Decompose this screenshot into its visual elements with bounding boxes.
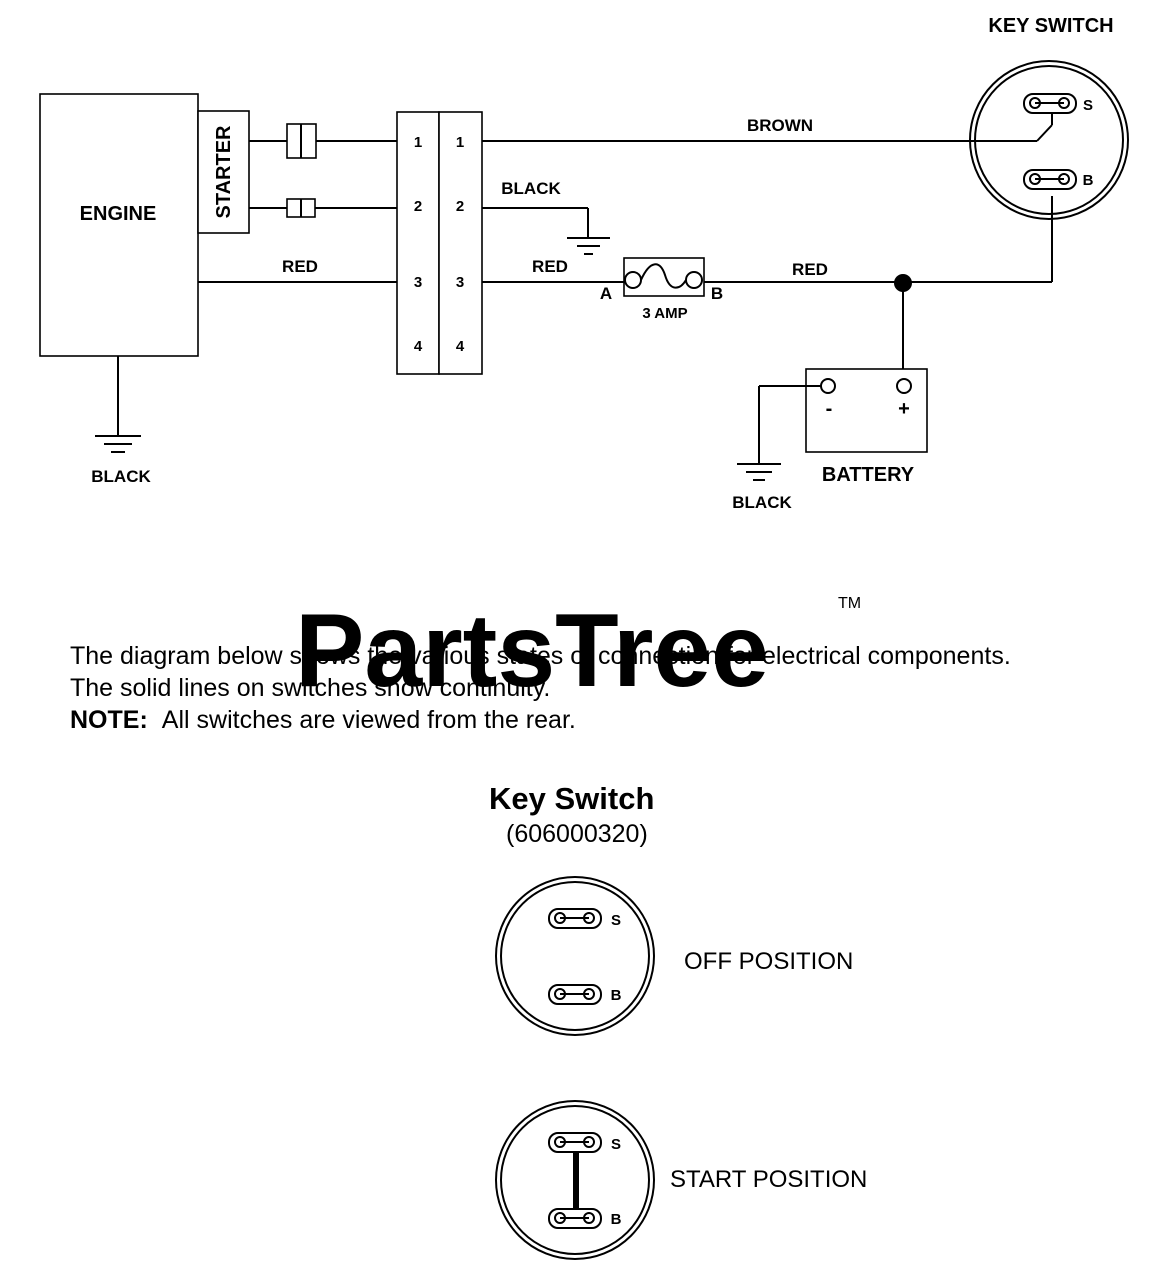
battery-pos-terminal xyxy=(896,378,912,394)
starter-label: STARTER xyxy=(213,125,235,219)
switch-start-s-label: S xyxy=(611,1136,621,1153)
watermark-trademark: TM xyxy=(838,595,861,612)
connector-block-left xyxy=(396,111,440,375)
description-line-1: The diagram below shows the various stat… xyxy=(70,642,1011,670)
note-label: NOTE: xyxy=(70,706,148,734)
wire-label-black-connector-ground: BLACK xyxy=(501,179,561,198)
key-switch-b-label: B xyxy=(1083,172,1094,189)
pin-left-2: 2 xyxy=(414,198,422,215)
wire-label-red-connector-fuse: RED xyxy=(532,257,568,276)
pin-left-4: 4 xyxy=(414,338,423,355)
switch-off-diagram xyxy=(495,876,655,1036)
pin-left-1: 1 xyxy=(414,134,422,151)
pin-left-3: 3 xyxy=(414,274,422,291)
switch-off-b-label: B xyxy=(611,987,622,1004)
start-position-label: START POSITION xyxy=(670,1166,868,1193)
starter-box xyxy=(197,110,250,234)
pin-right-1: 1 xyxy=(456,134,464,151)
wire-label-brown: BROWN xyxy=(747,116,813,135)
connector-block-right xyxy=(438,111,483,375)
wire-label-black-battery-ground: BLACK xyxy=(732,493,792,512)
pin-right-2: 2 xyxy=(456,198,464,215)
engine-box xyxy=(39,93,199,357)
watermark: PartsTree xyxy=(295,593,769,709)
off-position-label: OFF POSITION xyxy=(684,948,854,975)
battery-label: BATTERY xyxy=(822,464,915,486)
fuse-terminal-a: A xyxy=(600,284,612,303)
battery-neg-terminal xyxy=(820,378,836,394)
key-switch-s-label: S xyxy=(1083,97,1093,114)
description-text: The diagram below shows the various stat… xyxy=(70,640,1011,736)
battery-neg-sign: - xyxy=(826,398,833,420)
pin-right-4: 4 xyxy=(456,338,465,355)
engine-label: ENGINE xyxy=(80,203,157,225)
wire-label-red-fuse-battery: RED xyxy=(792,260,828,279)
wire-label-red-engine: RED xyxy=(282,257,318,276)
key-switch-body xyxy=(969,60,1129,220)
key-switch-heading: Key Switch xyxy=(489,781,655,816)
description-line-2: The solid lines on switches show continu… xyxy=(70,674,551,702)
battery-pos-sign: + xyxy=(898,398,910,420)
fuse-terminal-b: B xyxy=(711,284,723,303)
switch-off-s-label: S xyxy=(611,912,621,929)
key-switch-part-number: (606000320) xyxy=(506,820,648,848)
switch-start-b-label: B xyxy=(611,1211,622,1228)
key-switch-title: KEY SWITCH xyxy=(988,15,1113,37)
fuse-rating-label: 3 AMP xyxy=(642,305,687,322)
note-text: All switches are viewed from the rear. xyxy=(161,706,576,734)
description-note: NOTE: All switches are viewed from the re… xyxy=(70,704,1011,736)
wire-label-black-engine-ground: BLACK xyxy=(91,467,151,486)
switch-start-diagram xyxy=(495,1100,655,1260)
pin-right-3: 3 xyxy=(456,274,464,291)
